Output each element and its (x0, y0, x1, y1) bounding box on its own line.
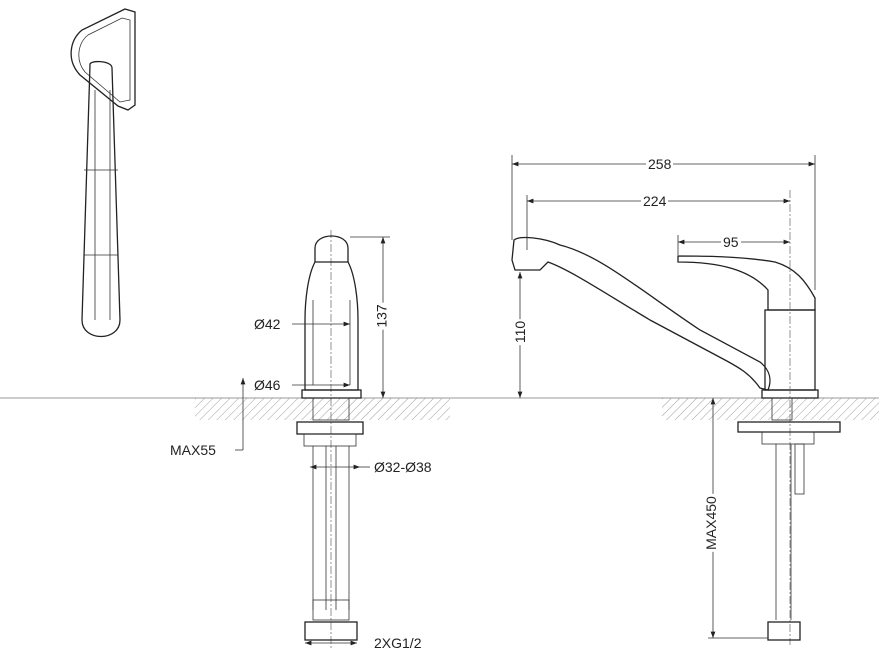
dim-spout-reach: 224 (641, 193, 669, 209)
dim-max-counter-thickness: MAX55 (168, 442, 218, 458)
dim-max-hose-length: MAX450 (702, 494, 719, 552)
dim-overall-length: 258 (646, 156, 674, 172)
top-view (70, 8, 136, 338)
dim-height: 137 (373, 302, 390, 330)
countertop-hatch-front (195, 398, 450, 420)
front-view (235, 230, 390, 650)
dim-base-diameter: Ø46 (252, 377, 283, 393)
dim-spout-height: 110 (512, 318, 529, 346)
dim-body-diameter: Ø42 (252, 316, 283, 332)
dim-lever-length: 95 (721, 234, 741, 250)
dim-hole-diameter: Ø32-Ø38 (372, 459, 434, 475)
countertop-hatch-side (662, 398, 879, 420)
dim-connection: 2XG1/2 (372, 635, 424, 651)
